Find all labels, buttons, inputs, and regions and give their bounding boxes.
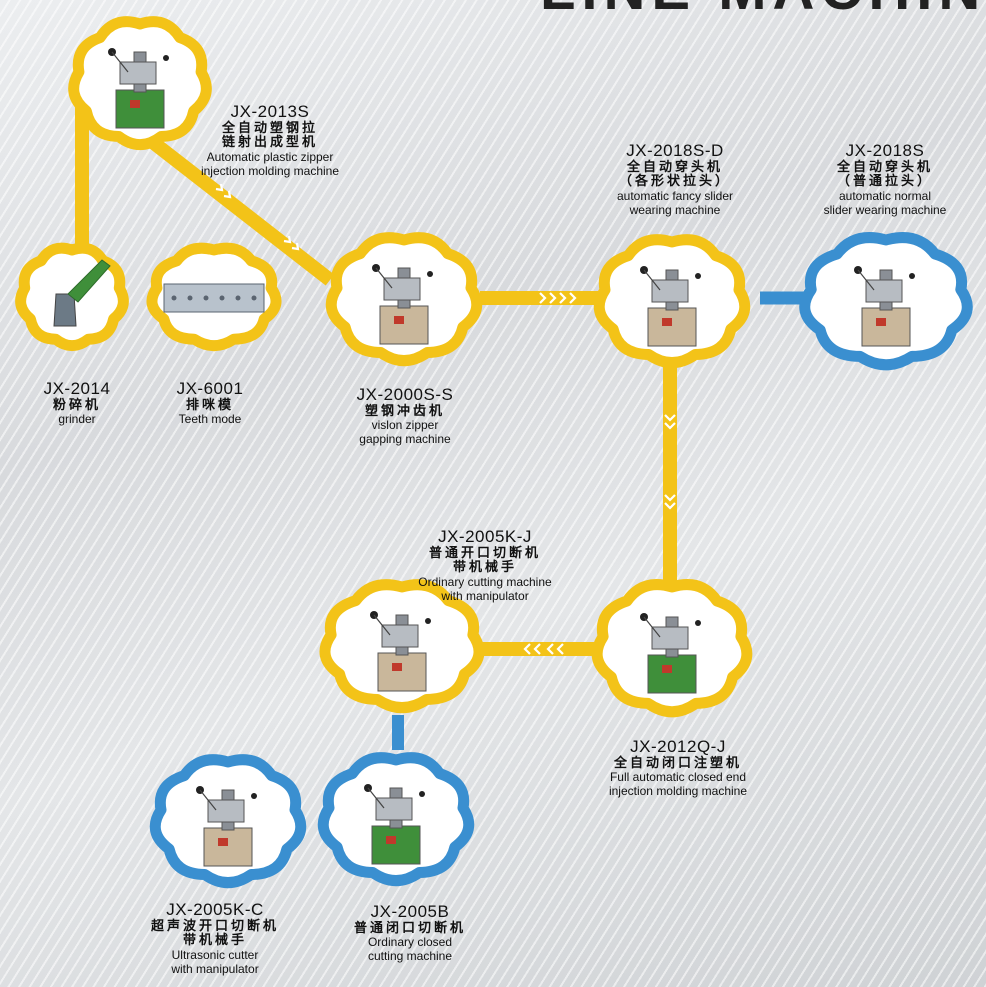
machine-name-en: grinder [58, 412, 96, 427]
machine-name-cn: 普通闭口切断机 [353, 920, 466, 936]
machine-name-cn: 带机械手 [182, 933, 247, 949]
page-title: LINE MACHINE [540, 0, 980, 14]
machine-cabinet [647, 307, 697, 347]
arrow-down-right-icon [283, 235, 292, 244]
label-jx-2018s-d: JX-2018S-D 全自动穿头机 （各形状拉头） automatic fanc… [590, 141, 760, 218]
machine-name-en: Ordinary cutting machine [418, 575, 552, 590]
label-jx-2000s-s: JX-2000S-S 塑钢冲齿机 vislon zipper gapping m… [330, 385, 480, 447]
machine-name-cn: （普通拉头） [836, 174, 933, 190]
arrow-right-icon [559, 292, 567, 304]
machine-node-jx-2018s-d[interactable] [593, 234, 751, 369]
machine-node-jx-2005b[interactable] [317, 752, 475, 887]
machine-name-en: Teeth mode [178, 412, 242, 427]
label-jx-2005k-c: JX-2005K-C 超声波开口切断机 带机械手 Ultrasonic cutt… [130, 900, 300, 977]
machine-name-cn: 链射出成型机 [221, 135, 318, 151]
arrow-left-icon [556, 643, 564, 655]
machine-name-en: Automatic plastic zipper [206, 150, 334, 165]
arrow-right-icon [539, 292, 547, 304]
arrow-down-icon [664, 414, 676, 422]
label-jx-2018s: JX-2018S 全自动穿头机 （普通拉头） automatic normal … [800, 141, 970, 218]
machine-name-en: injection molding machine [608, 784, 748, 799]
machine-node-jx-2000s-s[interactable] [325, 232, 483, 367]
machine-name-en: slider wearing machine [823, 203, 947, 218]
grinder-icon [53, 293, 77, 327]
machine-name-en: injection molding machine [200, 164, 340, 179]
label-jx-2012q-j: JX-2012Q-J 全自动闭口注塑机 Full automatic close… [588, 737, 768, 799]
machine-code: JX-2013S [230, 102, 310, 121]
machine-name-cn: 塑钢冲齿机 [364, 403, 445, 419]
machine-name-en: wearing machine [629, 203, 721, 218]
machine-name-cn: 全自动穿头机 [836, 159, 933, 175]
machine-cabinet [115, 89, 165, 129]
label-jx-6001: JX-6001 排咪模 Teeth mode [155, 379, 265, 427]
machine-code: JX-2018S-D [626, 141, 724, 160]
arrow-right-icon [549, 292, 557, 304]
machine-name-cn: 带机械手 [452, 560, 517, 576]
machine-code: JX-2000S-S [356, 385, 454, 404]
arrow-down-icon [664, 494, 676, 502]
machine-name-cn: 全自动闭口注塑机 [613, 755, 742, 771]
machine-name-cn: 全自动穿头机 [626, 159, 723, 175]
label-jx-2005b: JX-2005B 普通闭口切断机 Ordinary closed cutting… [330, 902, 490, 964]
machine-name-cn: 排咪模 [185, 397, 234, 413]
machine-node-jx-6001[interactable] [146, 242, 282, 352]
machine-code: JX-2014 [43, 379, 111, 398]
machine-name-en: Full automatic closed end [609, 770, 747, 785]
machine-name-cn: 全自动塑钢拉 [221, 120, 318, 136]
teeth-mold-icon [163, 283, 265, 313]
machine-name-en: Ultrasonic cutter [171, 948, 259, 963]
arrow-down-icon [664, 422, 676, 430]
machine-node-jx-2005k-j[interactable] [319, 579, 485, 714]
machine-name-cn: 普通开口切断机 [428, 545, 541, 561]
machine-name-en: with manipulator [171, 962, 259, 977]
machine-code: JX-2018S [845, 141, 925, 160]
machine-node-jx-2013s[interactable] [68, 16, 212, 151]
machine-name-en: automatic normal [838, 189, 932, 204]
machine-code: JX-2005K-C [166, 900, 264, 919]
arrow-down-right-icon [291, 242, 300, 251]
machine-name-cn: （各形状拉头） [618, 174, 731, 190]
arrow-down-right-icon [215, 183, 224, 192]
machine-code: JX-2005B [370, 902, 450, 921]
machine-cabinet [203, 827, 253, 867]
machine-name-cn: 粉碎机 [52, 397, 101, 413]
machine-cabinet [377, 652, 427, 692]
label-jx-2013s: JX-2013S 全自动塑钢拉 链射出成型机 Automatic plastic… [180, 102, 360, 179]
machine-name-cn: 超声波开口切断机 [150, 918, 279, 934]
arrow-left-icon [546, 643, 554, 655]
connector-2013s-2000s [145, 134, 335, 286]
machine-name-en: gapping machine [359, 432, 451, 447]
arrow-down-right-icon [223, 190, 232, 199]
machine-name-en: automatic fancy slider [616, 189, 734, 204]
machine-node-jx-2014[interactable] [15, 242, 129, 352]
machine-cabinet [379, 305, 429, 345]
machine-name-en: cutting machine [367, 949, 453, 964]
machine-cabinet [647, 654, 697, 694]
arrow-down-icon [664, 502, 676, 510]
machine-node-jx-2018s[interactable] [799, 232, 973, 371]
machine-node-jx-2005k-c[interactable] [149, 754, 307, 889]
arrow-left-icon [533, 643, 541, 655]
arrow-left-icon [523, 643, 531, 655]
machine-code: JX-6001 [176, 379, 244, 398]
machine-name-en: with manipulator [441, 589, 529, 604]
machine-code: JX-2005K-J [438, 527, 532, 546]
machine-cabinet [861, 307, 911, 347]
machine-name-en: Ordinary closed [367, 935, 453, 950]
machine-code: JX-2012Q-J [630, 737, 726, 756]
machine-cabinet [371, 825, 421, 865]
label-jx-2014: JX-2014 粉碎机 grinder [22, 379, 132, 427]
machine-name-en: vislon zipper [371, 418, 439, 433]
label-jx-2005k-j: JX-2005K-J 普通开口切断机 带机械手 Ordinary cutting… [390, 527, 580, 604]
arrow-right-icon [569, 292, 577, 304]
machine-node-jx-2012q-j[interactable] [591, 579, 753, 718]
